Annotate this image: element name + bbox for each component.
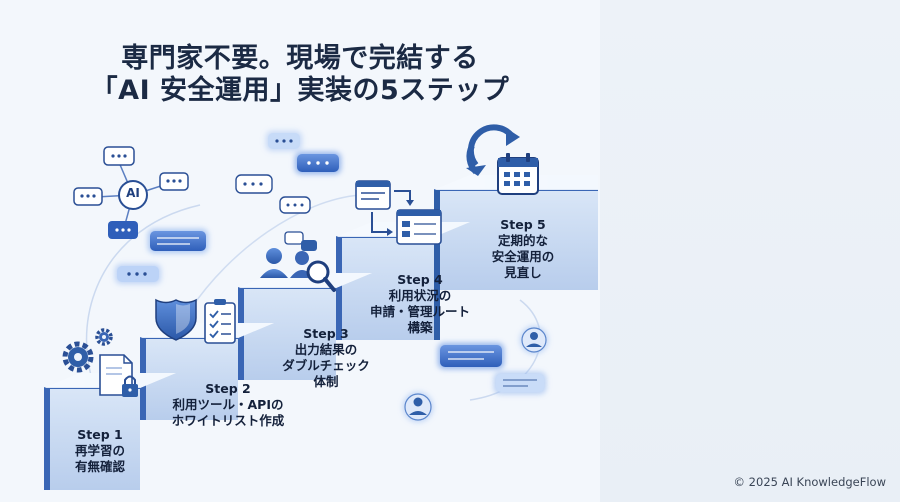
chat-bubble-icon <box>108 221 138 239</box>
page-title-line-1: 専門家不要。現場で完結する <box>121 43 479 74</box>
people-search-icon <box>260 248 336 292</box>
step-2-text-1: 利用ツール・APIの <box>172 397 284 412</box>
step-5-text-2: 安全運用の <box>491 249 555 264</box>
chat-bubble-icon <box>438 343 504 369</box>
workflow-icon <box>355 180 442 245</box>
step-4-text-1: 利用状況の <box>388 288 452 303</box>
chat-bubble-icon <box>295 152 341 174</box>
refresh-calendar-icon <box>466 124 539 195</box>
ai-hub-network <box>73 146 189 239</box>
step-4-label: Step 4 利用状況の 申請・管理ルート 構築 <box>368 272 472 336</box>
chat-bubble-icon <box>73 187 103 206</box>
step-2-label: Step 2 利用ツール・APIの ホワイトリスト作成 <box>170 381 286 429</box>
step-3-label: Step 3 出力結果の ダブルチェック 体制 <box>276 326 376 390</box>
ai-hub-circle <box>118 180 148 210</box>
chat-bubble-icon <box>284 231 317 251</box>
chat-bubble-icon <box>279 196 311 214</box>
step-5-text-3: 見直し <box>504 265 542 280</box>
step-1-label: Step 1 再学習の 有無確認 <box>60 427 140 475</box>
shield-icon <box>155 298 197 341</box>
step-1-text-2: 有無確認 <box>74 459 125 474</box>
page-title-line-2: 「AI 安全運用」実装の5ステップ <box>90 75 510 106</box>
user-avatar-icon <box>520 326 548 354</box>
step-3-text-1: 出力結果の <box>294 342 358 357</box>
document-lock-icon <box>99 354 138 397</box>
gear-icon <box>95 328 113 346</box>
step-3-text-3: 体制 <box>313 374 339 389</box>
step-3-text-2: ダブルチェック <box>282 358 370 373</box>
right-background-panel <box>600 0 900 502</box>
step-1-text-1: 再学習の <box>74 443 125 458</box>
chat-bubble-icon <box>159 172 189 191</box>
step-5-text-1: 定期的な <box>497 233 548 248</box>
step-4-text-2: 申請・管理ルート <box>369 304 470 319</box>
chat-bubble-icon <box>235 174 273 194</box>
step-4-number: Step 4 <box>397 272 443 287</box>
step-1-number: Step 1 <box>77 427 123 442</box>
connector-arc <box>189 194 361 311</box>
user-avatar-icon <box>403 392 433 422</box>
chat-bubble-icon <box>148 229 208 253</box>
step-4-text-3: 構築 <box>407 320 433 335</box>
step-3-number: Step 3 <box>303 326 349 341</box>
connector-arc <box>469 299 542 401</box>
copyright-text: © 2025 AI KnowledgeFlow <box>733 475 886 489</box>
step-2-number: Step 2 <box>205 381 251 396</box>
step-5-number: Step 5 <box>500 217 546 232</box>
step-2-text-2: ホワイトリスト作成 <box>171 413 285 428</box>
checklist-icon <box>204 299 236 344</box>
chat-bubble-icon <box>266 131 302 151</box>
chat-bubble-icon <box>115 264 161 284</box>
ai-hub-label: AI <box>126 186 140 200</box>
gear-icon <box>62 341 94 373</box>
step-5-label: Step 5 定期的な 安全運用の 見直し <box>478 217 568 281</box>
chat-bubble-icon <box>494 372 546 394</box>
chat-bubble-icon <box>103 146 135 166</box>
